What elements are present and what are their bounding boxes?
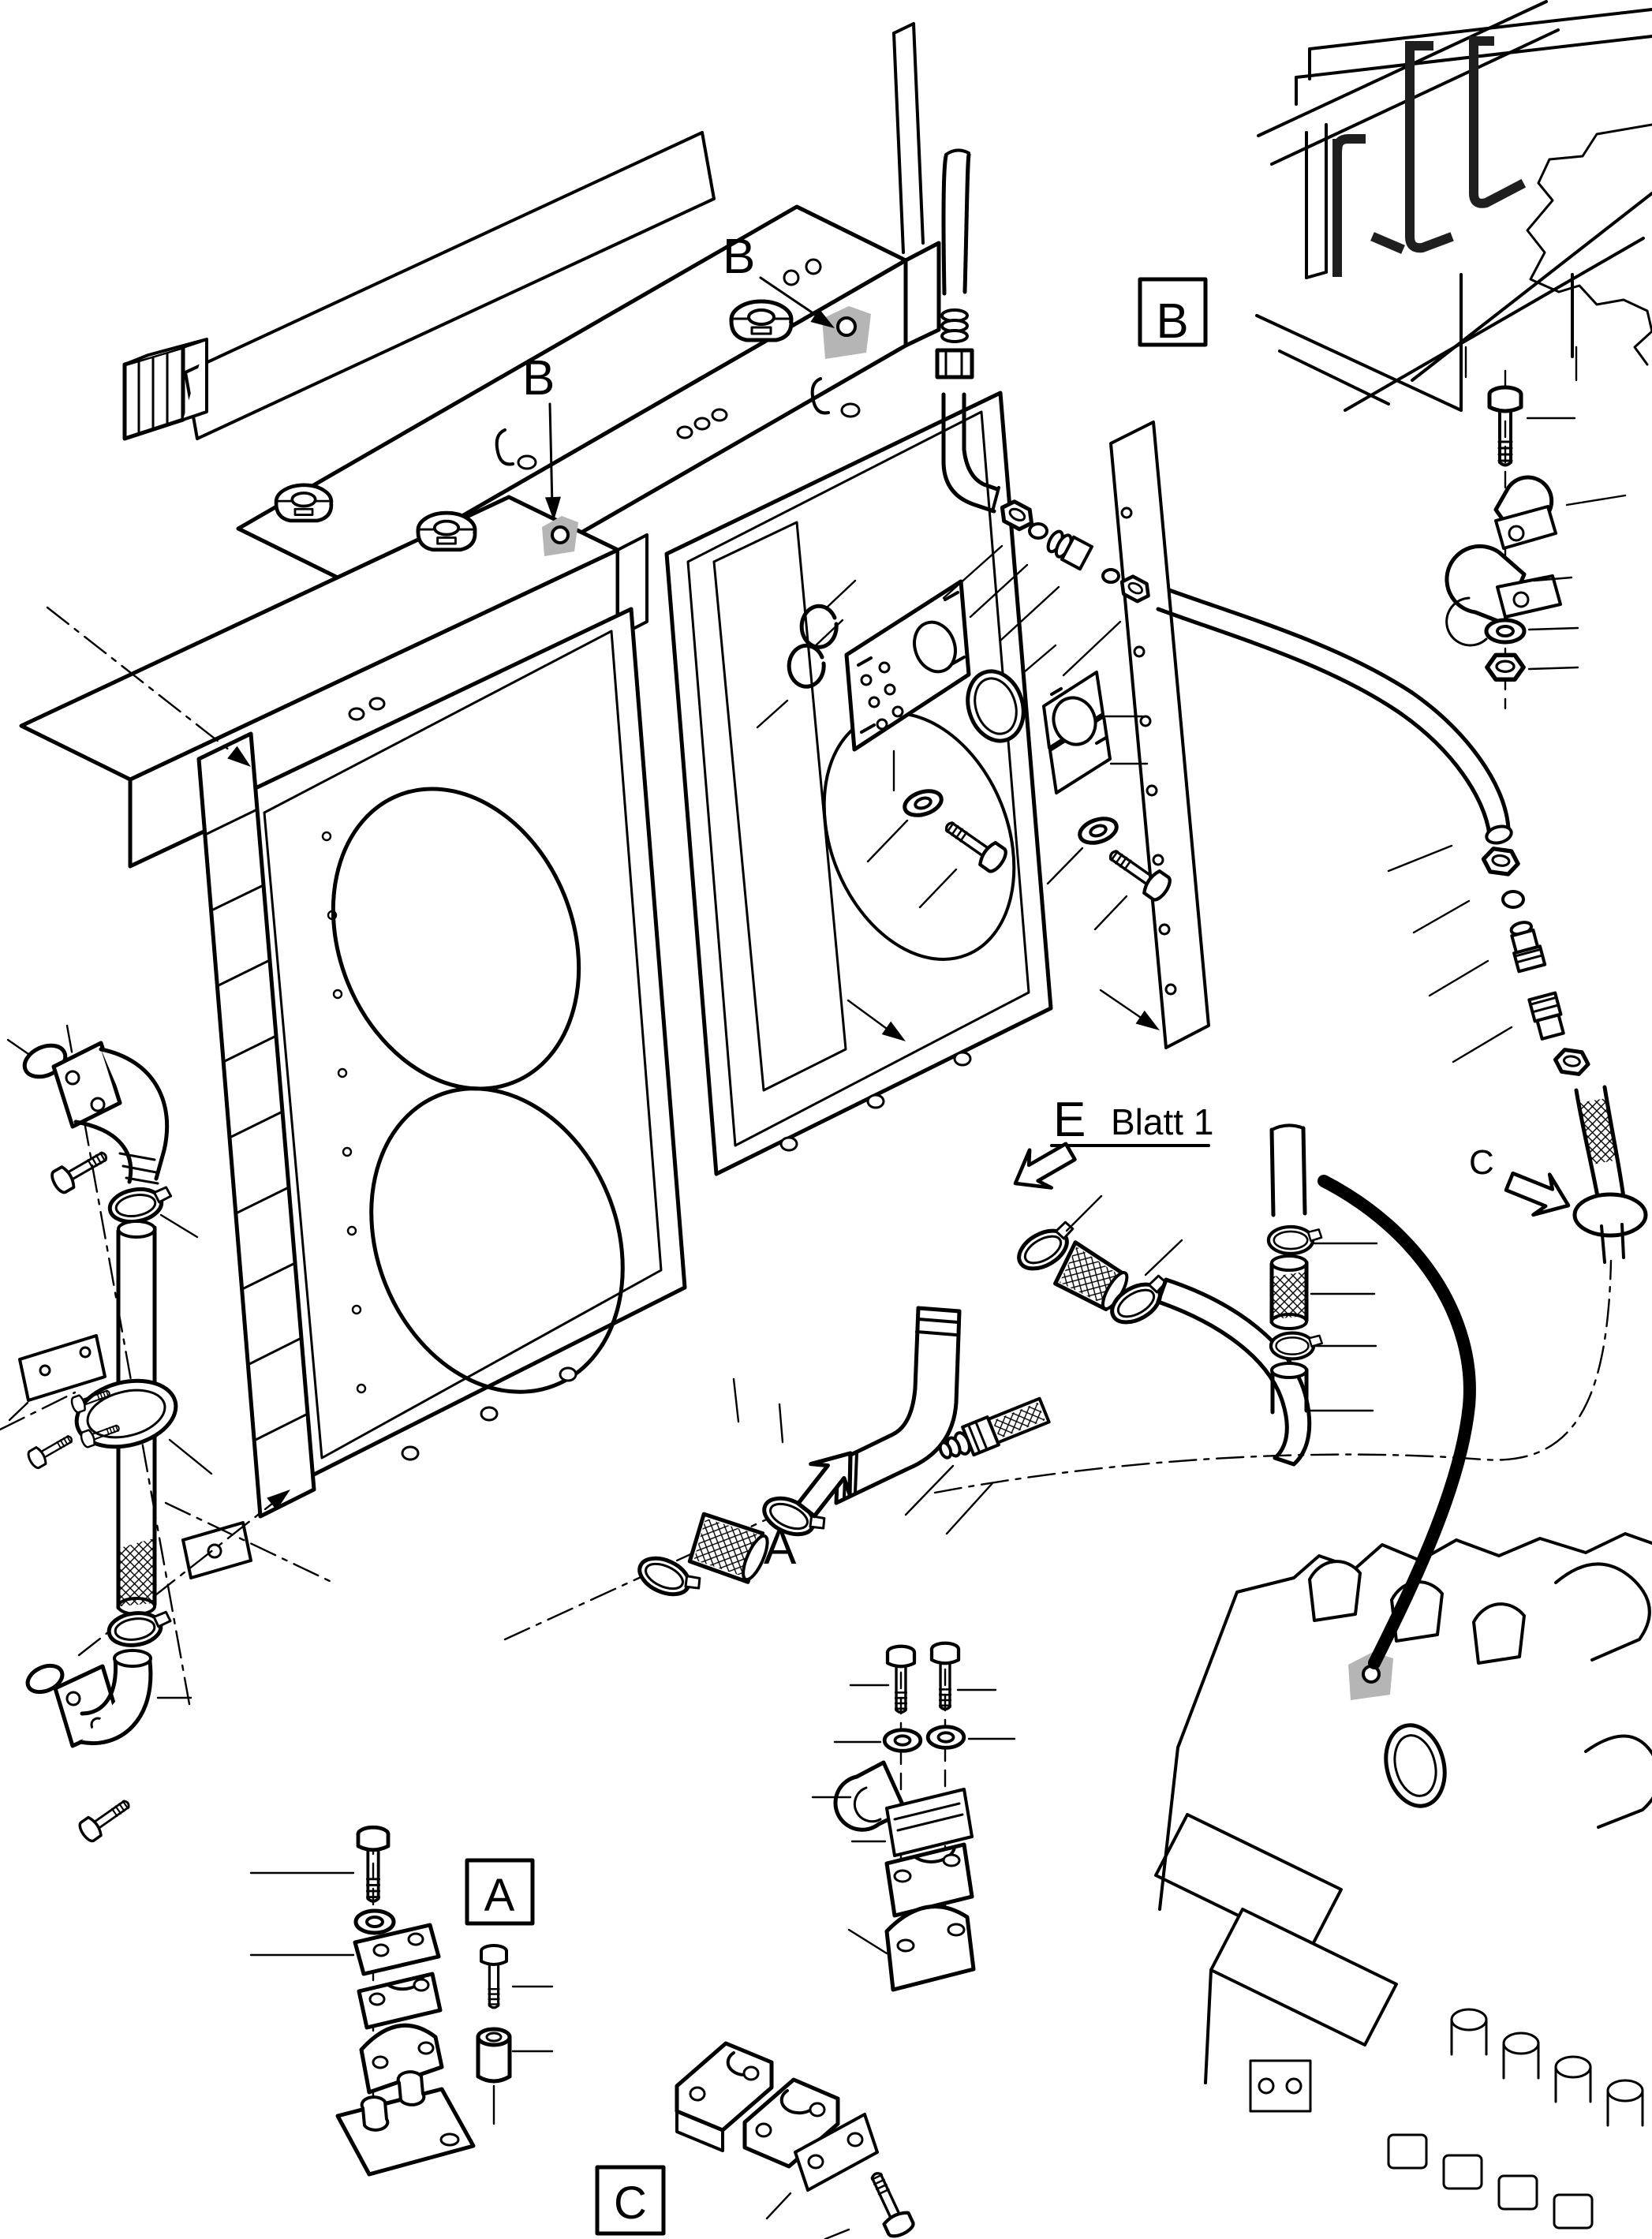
hex-adapter bbox=[1527, 991, 1565, 1041]
overflow-hook bbox=[810, 377, 830, 415]
callout-e-note: Blatt 1 bbox=[1111, 1101, 1213, 1142]
p-clamp-small bbox=[1493, 475, 1627, 550]
callout-e: E bbox=[1053, 1093, 1086, 1147]
threaded-adapter bbox=[1509, 921, 1547, 974]
detail-mid-cluster bbox=[811, 1643, 1016, 1992]
side-frame-ladder bbox=[196, 731, 316, 1519]
barbed-adapter bbox=[1046, 529, 1093, 571]
filler-cap bbox=[418, 513, 475, 550]
vertical-hose-chain bbox=[1269, 1123, 1378, 1415]
clamp-half-lower bbox=[847, 1904, 976, 1992]
detail-arrow-c bbox=[1501, 1161, 1576, 1225]
fan-opening-1 bbox=[331, 787, 581, 1091]
engine-outline-inset bbox=[1526, 123, 1652, 366]
washer bbox=[928, 1727, 964, 1748]
clamp-stack-right bbox=[1445, 346, 1627, 710]
washer bbox=[884, 1730, 921, 1751]
gasket-plates bbox=[1042, 671, 1149, 794]
callout-b-right: B bbox=[723, 230, 755, 284]
detail-c-cluster bbox=[595, 2041, 915, 2239]
bolt-angled bbox=[24, 1429, 77, 1471]
flanged-elbow-lower bbox=[25, 1649, 192, 1748]
machine-overview-inset bbox=[1255, 0, 1652, 412]
mounting-plate bbox=[844, 579, 971, 792]
callout-c: C bbox=[1469, 1143, 1494, 1182]
bolt-angled bbox=[75, 1792, 136, 1845]
corner-leaders bbox=[46, 606, 910, 1657]
tank-end-grille bbox=[122, 338, 208, 441]
clamp-half-upper bbox=[357, 1972, 443, 2030]
corner-bracket bbox=[181, 1521, 252, 1579]
detail-b-box bbox=[1138, 277, 1208, 347]
saddle-plate bbox=[850, 1788, 974, 1857]
flanged-elbow-upper bbox=[51, 1041, 170, 1185]
clamp-half-upper bbox=[884, 1842, 974, 1918]
clamp-half-lower bbox=[359, 2023, 444, 2095]
p-clamp-large bbox=[1445, 544, 1573, 647]
clamp-half-right bbox=[742, 2077, 840, 2169]
bolt-angled bbox=[47, 1143, 114, 1197]
detail-c-box bbox=[595, 2165, 666, 2236]
hose-route-line bbox=[1317, 1175, 1476, 1669]
radiator-assembly bbox=[19, 22, 1210, 1657]
callouts: B B B E Blatt 1 A C A C bbox=[484, 230, 1577, 2229]
hose-clamp bbox=[107, 1609, 174, 1649]
nut bbox=[1482, 847, 1519, 875]
callout-a-boxed: A bbox=[484, 1870, 515, 1921]
detail-a-box bbox=[465, 1858, 535, 1926]
callout-c-boxed: C bbox=[614, 2177, 647, 2229]
engine-fittings bbox=[1249, 2008, 1644, 2230]
highlighted-pipes bbox=[1332, 36, 1527, 277]
ribbed-sleeve bbox=[687, 1512, 769, 1584]
hose-clamp-ring bbox=[966, 644, 1057, 743]
hose-assembly-center bbox=[503, 1123, 1378, 1641]
detail-a-cluster bbox=[249, 1827, 554, 2177]
snap-ring bbox=[799, 604, 839, 649]
elbow-pipe bbox=[834, 1306, 962, 1505]
callout-b-boxed: B bbox=[1156, 294, 1188, 349]
hex-bolt-angled bbox=[863, 2168, 915, 2239]
spacer-plate bbox=[765, 2113, 879, 2220]
deck-grommet bbox=[1572, 1192, 1648, 1238]
nut bbox=[1487, 655, 1523, 679]
routing-dash-curve bbox=[933, 1259, 1613, 1494]
hose-clamp bbox=[107, 1183, 174, 1225]
nut bbox=[1554, 1048, 1590, 1075]
callout-a: A bbox=[764, 1520, 797, 1575]
filler-cap bbox=[276, 485, 331, 521]
side-frame-member bbox=[1099, 421, 1210, 1049]
lower-braided-fitting bbox=[904, 1396, 1051, 1535]
left-pipe-assembly bbox=[0, 1024, 333, 1845]
washer bbox=[356, 1911, 394, 1933]
bracket-strip bbox=[8, 1334, 107, 1422]
filler-cap bbox=[731, 301, 791, 340]
braided-hose-c bbox=[1572, 1085, 1648, 1264]
braided-sleeve bbox=[1053, 1240, 1129, 1312]
b-fitting-chain bbox=[935, 148, 1648, 1264]
o-ring bbox=[25, 1663, 65, 1695]
front-radiator-core bbox=[181, 607, 687, 1579]
bent-pipe bbox=[1156, 588, 1511, 837]
spacer-sleeve bbox=[476, 2027, 512, 2084]
base-plate bbox=[335, 2070, 476, 2177]
hose-clamp bbox=[1269, 1227, 1321, 1254]
clamp-half-left bbox=[675, 2041, 774, 2152]
washer bbox=[1077, 814, 1119, 847]
callout-b-left: B bbox=[522, 351, 555, 406]
washer bbox=[1486, 620, 1524, 642]
snap-ring bbox=[787, 643, 826, 689]
core-hatch-band bbox=[712, 521, 847, 1092]
fan-opening-2 bbox=[369, 1086, 625, 1394]
overflow-hook bbox=[495, 428, 514, 466]
cover-plate bbox=[353, 1923, 441, 1976]
t-bolt-clamp bbox=[69, 1378, 213, 1475]
engine-assembly bbox=[933, 1175, 1652, 2230]
hex-bolt bbox=[481, 1946, 506, 2008]
s-hose bbox=[1156, 1277, 1312, 1467]
center-fitting-cluster bbox=[756, 579, 1173, 931]
